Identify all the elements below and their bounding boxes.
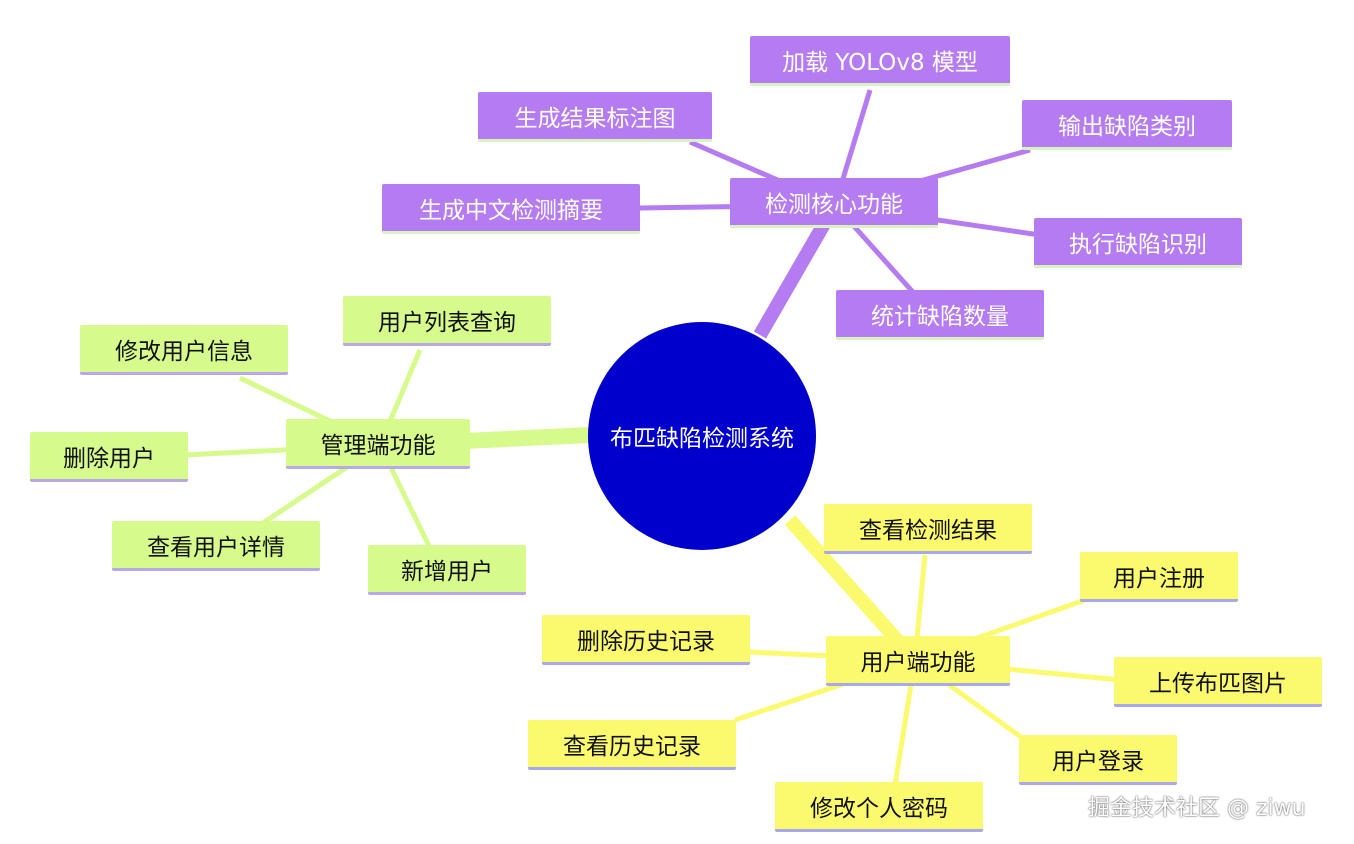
admin-item: 修改用户信息 [80, 325, 288, 375]
user-item: 用户登录 [1019, 735, 1177, 785]
watermark: 掘金技术社区 @ ziwu [1088, 796, 1306, 821]
center-node: 布匹缺陷检测系统 [588, 322, 816, 550]
admin-item: 删除用户 [30, 432, 188, 482]
admin-item: 用户列表查询 [343, 296, 551, 346]
user-item: 查看历史记录 [528, 720, 736, 770]
detect-item: 加载 YOLOv8 模型 [750, 36, 1010, 86]
detect-item: 执行缺陷识别 [1034, 218, 1242, 268]
detect-item: 输出缺陷类别 [1022, 100, 1232, 150]
detect-item: 生成中文检测摘要 [382, 184, 640, 234]
branch-detect: 检测核心功能 [730, 178, 938, 228]
user-item: 用户注册 [1080, 552, 1238, 602]
user-item: 修改个人密码 [775, 782, 983, 832]
user-item: 删除历史记录 [542, 615, 750, 665]
branch-user: 用户端功能 [826, 636, 1010, 686]
user-item: 查看检测结果 [824, 504, 1032, 554]
admin-item: 查看用户详情 [112, 521, 320, 571]
admin-item: 新增用户 [368, 545, 526, 595]
detect-item: 生成结果标注图 [478, 92, 712, 142]
user-item: 上传布匹图片 [1114, 657, 1322, 707]
branch-admin: 管理端功能 [286, 419, 470, 469]
detect-item: 统计缺陷数量 [836, 290, 1044, 340]
